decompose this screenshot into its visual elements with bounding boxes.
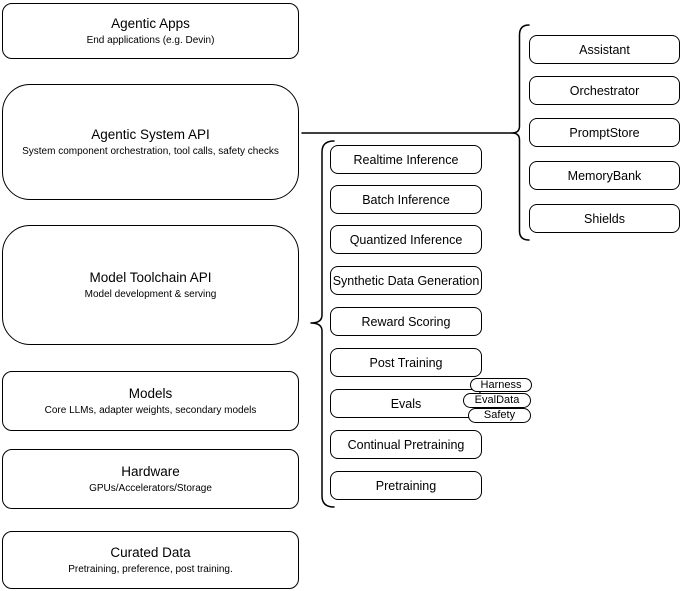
layer-subtitle: End applications (e.g. Devin)	[86, 35, 215, 46]
layer-subtitle: Pretraining, preference, post training.	[68, 564, 233, 575]
toolchain-item-evals: Evals	[330, 389, 482, 418]
layer-title: Curated Data	[110, 545, 191, 560]
layer-subtitle: System component orchestration, tool cal…	[22, 146, 279, 157]
layer-box-hardware: Hardware GPUs/Accelerators/Storage	[2, 449, 299, 509]
layer-title: Models	[128, 386, 173, 401]
toolchain-item-realtime-inference: Realtime Inference	[330, 145, 482, 174]
layer-title: Agentic Apps	[111, 16, 190, 31]
layer-box-models: Models Core LLMs, adapter weights, secon…	[2, 371, 299, 431]
toolchain-item-synthetic-data-generation: Synthetic Data Generation	[330, 266, 482, 295]
layer-box-curated-data: Curated Data Pretraining, preference, po…	[2, 531, 299, 589]
toolchain-item-pretraining: Pretraining	[330, 471, 482, 500]
layer-subtitle: Model development & serving	[84, 289, 217, 300]
layer-box-agentic-system-api: Agentic System API System component orch…	[2, 84, 299, 200]
layer-subtitle: GPUs/Accelerators/Storage	[89, 483, 212, 494]
eval-tag-evaldata: EvalData	[463, 393, 531, 408]
layer-box-agentic-apps: Agentic Apps End applications (e.g. Devi…	[2, 3, 299, 59]
system-component-shields: Shields	[529, 204, 680, 233]
system-component-memorybank: MemoryBank	[529, 161, 680, 190]
layer-title: Agentic System API	[91, 127, 210, 142]
toolchain-item-reward-scoring: Reward Scoring	[330, 307, 482, 336]
toolchain-item-continual-pretraining: Continual Pretraining	[330, 430, 482, 459]
system-component-promptstore: PromptStore	[529, 118, 680, 147]
toolchain-item-post-training: Post Training	[330, 348, 482, 377]
eval-tag-safety: Safety	[468, 408, 531, 423]
layer-box-model-toolchain-api: Model Toolchain API Model development & …	[2, 225, 299, 345]
layer-subtitle: Core LLMs, adapter weights, secondary mo…	[44, 405, 257, 416]
eval-tag-harness: Harness	[470, 378, 532, 392]
system-component-assistant: Assistant	[529, 35, 680, 64]
layer-title: Model Toolchain API	[89, 270, 212, 285]
toolchain-item-batch-inference: Batch Inference	[330, 185, 482, 214]
toolchain-item-quantized-inference: Quantized Inference	[330, 225, 482, 254]
layer-title: Hardware	[121, 464, 180, 479]
system-components-brace	[511, 24, 530, 241]
system-component-orchestrator: Orchestrator	[529, 76, 680, 105]
